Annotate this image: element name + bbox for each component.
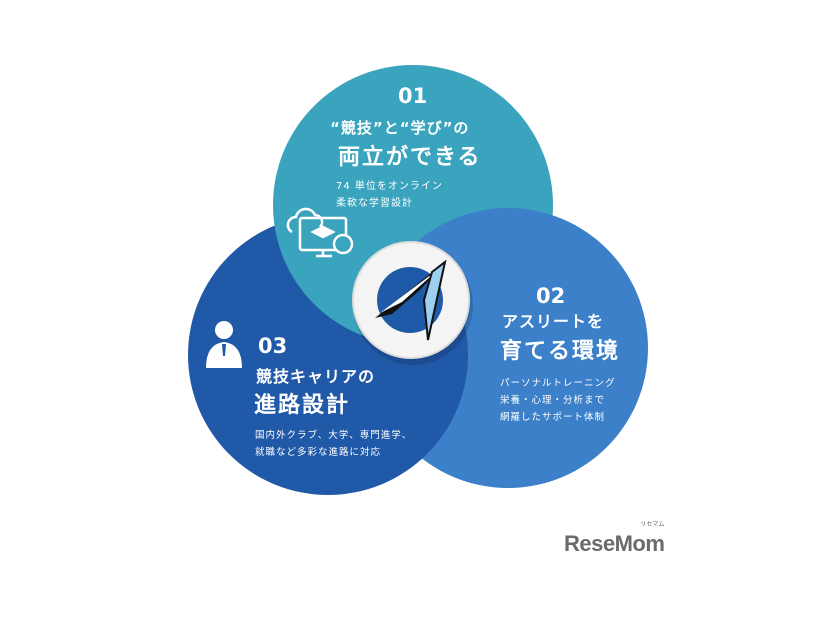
item-02-desc-line: 栄養・心理・分析まで [500,395,606,406]
item-02-number: 02 [536,284,566,308]
item-03-heading-line2: 進路設計 [254,393,351,418]
item-01-heading-line1: “競技”と“学び”の [330,119,470,137]
item-01-desc-line: 74 単位をオンライン [336,181,443,192]
item-03-desc-line: 国内外クラブ、大学、専門進学、 [255,430,413,441]
item-02-desc-line: 網羅したサポート体制 [500,412,606,423]
item-02-heading-line1: アスリートを [502,312,605,331]
item-03-desc-line: 就職など多彩な進路に対応 [255,447,382,458]
item-02-description: パーソナルトレーニング 栄養・心理・分析まで 網羅したサポート体制 [500,375,616,426]
resemom-logo: ReseMom リセマム [564,522,665,556]
brand-kana: リセマム [640,522,665,528]
person-icon [206,321,242,368]
item-01-heading-line2: 両立ができる [338,145,482,170]
item-01-number: 01 [398,84,428,108]
item-03-description: 国内外クラブ、大学、専門進学、 就職など多彩な進路に対応 [255,427,412,461]
school-logo-icon [375,259,447,341]
item-03-number: 03 [258,334,288,358]
item-02-desc-line: パーソナルトレーニング [500,378,616,389]
brand-name: ReseMom [564,531,665,556]
item-03-heading-line1: 競技キャリアの [256,367,376,386]
item-01-desc-line: 柔軟な学習設計 [336,198,413,209]
online-learning-icon [286,207,354,258]
item-01-description: 74 単位をオンライン 柔軟な学習設計 [336,178,443,212]
item-02-heading-line2: 育てる環境 [500,339,621,364]
